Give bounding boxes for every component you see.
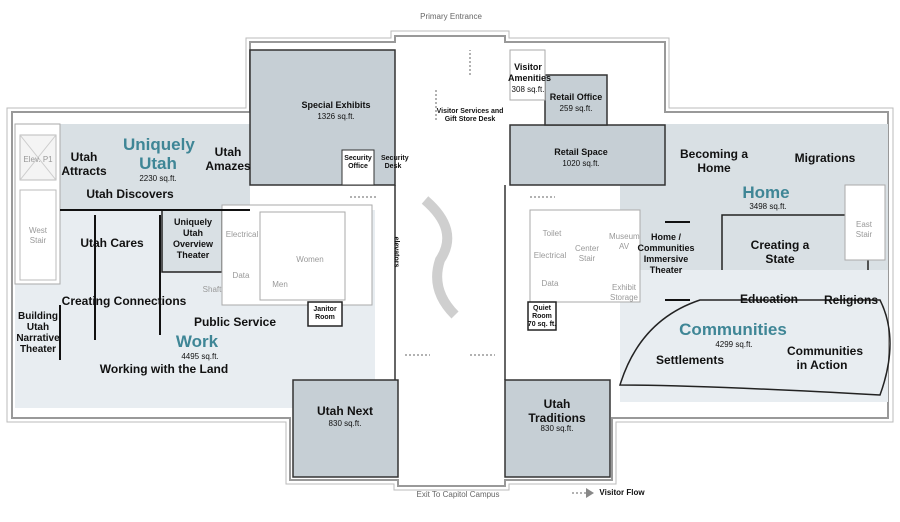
toilet: Toilet (542, 229, 562, 238)
room-retail-space (509, 124, 666, 186)
exhibit-overview-theater: Uniquely Utah Overview Theater (172, 217, 214, 260)
exhibit-storage: Exhibit Storage (609, 283, 639, 302)
room-utah-traditions-name: Utah Traditions (528, 397, 586, 425)
exhibit-creating-a-state: Creating a State (750, 238, 810, 266)
exhibit-utah-discovers: Utah Discovers (86, 187, 174, 201)
room-visitor-amenities-name: Visitor Amenities (508, 62, 552, 83)
east-stair: East Stair (855, 220, 873, 239)
exhibit-utah-attracts: Utah Attracts (61, 150, 107, 178)
zone-title-uniquely-utah: Uniquely Utah (123, 135, 195, 173)
exhibit-working-with-land: Working with the Land (99, 362, 229, 376)
zone-title-work: Work (175, 332, 219, 351)
exhibit-utah-cares: Utah Cares (80, 236, 144, 250)
exhibit-creating-connections: Creating Connections (61, 294, 187, 308)
elevator-p1: Elev. P1 (23, 155, 53, 164)
exhibit-education: Education (739, 292, 799, 306)
exhibit-religions: Religions (823, 293, 879, 307)
area-work: 4495 sq.ft. (181, 352, 219, 361)
overview-theater (161, 209, 223, 273)
zone-communities (620, 270, 888, 402)
electrical-left: Electrical (225, 230, 259, 239)
zone-title-home: Home (742, 183, 790, 202)
area-communities: 4299 sq.ft. (715, 340, 753, 349)
zone-uniquely-utah (60, 124, 250, 210)
room-security-desk: Security Desk (381, 155, 409, 170)
exhibit-becoming-a-home: Becoming a Home (679, 147, 748, 175)
center-stair: Center Stair (574, 244, 599, 263)
room-utah-traditions-area: 830 sq.ft. (540, 424, 574, 433)
primary-entrance-label: Primary Entrance (420, 12, 482, 21)
elevators-label: elevators (392, 236, 400, 268)
room-retail-office-name: Retail Office (549, 92, 603, 102)
room-quiet-room-area: 70 sq. ft. (527, 321, 557, 328)
museum-av: Museum AV (609, 232, 640, 251)
electrical-right: Electrical (533, 251, 567, 260)
zone-title-communities: Communities (679, 320, 787, 339)
restroom-men: Men (272, 280, 288, 289)
exit-label: Exit To Capitol Campus (416, 490, 500, 499)
room-utah-next-area: 830 sq.ft. (328, 419, 362, 428)
exhibit-utah-amazes: Utah Amazes (205, 145, 251, 173)
legend-visitor-flow: Visitor Flow (599, 488, 645, 497)
area-uniquely-utah: 2230 sq.ft. (139, 174, 177, 183)
room-retail-space-name: Retail Space (554, 147, 608, 157)
room-quiet-room-name: Quiet Room (532, 305, 552, 320)
room-special-exhibits-area: 1326 sq.ft. (317, 112, 355, 121)
visitor-services-desk: Visitor Services and Gift Store Desk (436, 108, 504, 123)
exhibit-migrations: Migrations (794, 151, 856, 165)
area-home: 3498 sq.ft. (749, 202, 787, 211)
exhibit-narrative-theater: Building Utah Narrative Theater (16, 311, 60, 355)
exhibit-public-service: Public Service (193, 315, 277, 329)
data-left: Data (232, 271, 250, 280)
room-janitor: Janitor Room (313, 306, 337, 321)
data-right: Data (541, 279, 559, 288)
room-utah-next-name: Utah Next (316, 404, 374, 418)
room-special-exhibits-name: Special Exhibits (301, 100, 371, 110)
restroom-women: Women (296, 255, 324, 264)
exhibit-communities-in-action: Communities in Action (787, 344, 864, 372)
shaft: Shaft (202, 285, 222, 294)
exhibit-settlements: Settlements (655, 353, 725, 367)
room-retail-space-area: 1020 sq.ft. (562, 159, 600, 168)
room-security-office: Security Office (344, 155, 372, 170)
room-utah-next (292, 379, 399, 478)
exhibit-immersive-theater: Home / Communities Immersive Theater (637, 232, 695, 275)
room-utah-traditions (504, 379, 611, 478)
room-retail-office-area: 259 sq.ft. (559, 104, 593, 113)
west-stair: West Stair (28, 226, 48, 245)
room-visitor-amenities-area: 308 sq.ft. (511, 85, 545, 94)
